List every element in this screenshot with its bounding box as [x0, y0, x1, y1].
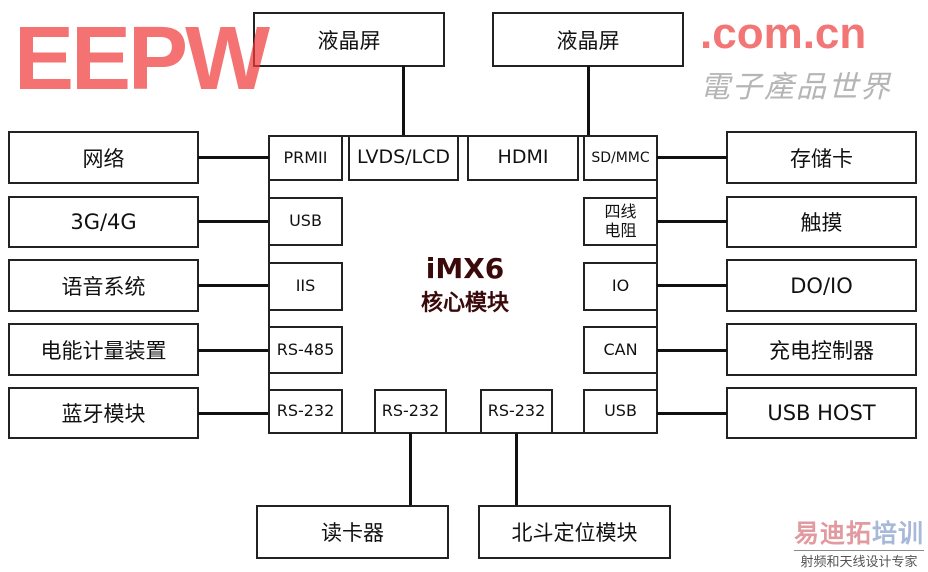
charge-controller-box: 充电控制器	[726, 323, 917, 376]
bluetooth-box: 蓝牙模块	[8, 387, 199, 439]
port-io: IO	[583, 262, 658, 311]
core-module-title: iMX6 核心模块	[390, 252, 540, 317]
core-title: iMX6	[425, 252, 505, 285]
connector	[587, 66, 590, 136]
connector	[198, 220, 269, 223]
port-sd-mmc: SD/MMC	[583, 135, 658, 181]
voice-system-box: 语音系统	[8, 259, 199, 312]
core-subtitle: 核心模块	[420, 291, 509, 316]
cn-watermark: 電子產品世界	[700, 70, 892, 105]
connector	[198, 412, 269, 415]
port-rs232-bottom-2: RS-232	[480, 389, 553, 434]
connector	[198, 156, 269, 159]
connector	[409, 433, 412, 506]
connector	[198, 349, 269, 352]
logo-part1: 易迪拓	[793, 519, 872, 548]
card-reader-box: 读卡器	[256, 505, 449, 559]
lcd-box-2: 液晶屏	[492, 12, 684, 67]
eepw-domain-watermark: .com.cn	[700, 9, 867, 58]
port-rs485: RS-485	[268, 326, 343, 374]
connector	[402, 66, 405, 136]
edatop-logo: 易迪拓培训 射频和天线设计专家	[793, 514, 924, 570]
connector	[657, 156, 727, 159]
logo-tagline: 射频和天线设计专家	[793, 550, 924, 570]
port-lvds-lcd: LVDS/LCD	[348, 135, 459, 181]
connector	[657, 284, 727, 287]
do-io-box: DO/IO	[726, 259, 917, 312]
usb-host-box: USB HOST	[726, 387, 917, 439]
port-four-wire-resistive-label: 四线电阻	[604, 202, 637, 240]
energy-metering-box: 电能计量装置	[8, 323, 199, 376]
logo-part2: 培训	[871, 519, 924, 548]
3g-4g-box: 3G/4G	[8, 196, 199, 248]
connector	[198, 284, 269, 287]
port-can: CAN	[583, 326, 658, 374]
port-iis: IIS	[268, 262, 343, 311]
port-four-wire-resistive: 四线电阻	[583, 197, 658, 246]
storage-card-box: 存储卡	[726, 131, 917, 184]
network-box: 网络	[8, 131, 199, 184]
connector	[657, 412, 727, 415]
connector	[657, 220, 727, 223]
port-usb-right: USB	[583, 389, 658, 434]
beidou-module-box: 北斗定位模块	[478, 505, 671, 559]
touch-box: 触摸	[726, 196, 917, 248]
port-prmii: PRMII	[268, 135, 343, 181]
lcd-box-1: 液晶屏	[253, 12, 445, 67]
port-hdmi: HDMI	[467, 135, 579, 181]
port-usb-left: USB	[268, 197, 343, 246]
connector	[657, 349, 727, 352]
eepw-watermark: EEPW	[14, 9, 270, 109]
connector	[515, 433, 518, 506]
port-rs232-bottom-1: RS-232	[374, 389, 447, 434]
port-rs232-left: RS-232	[268, 389, 343, 434]
